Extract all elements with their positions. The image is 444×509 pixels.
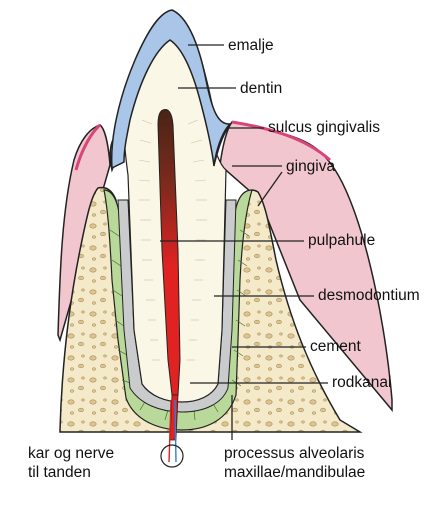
nerve-circle bbox=[160, 444, 184, 468]
label-processus-line1: processus alveolaris bbox=[224, 445, 365, 462]
enamel-cap bbox=[110, 9, 232, 170]
nerve-red bbox=[168, 399, 172, 463]
label-processus-line2: maxillae/mandibulae bbox=[224, 464, 366, 481]
label-sulcus-gingivalis: sulcus gingivalis bbox=[268, 119, 380, 136]
dentin-tubules bbox=[138, 119, 207, 361]
nerve-blue bbox=[174, 399, 177, 463]
gingiva-edge-left bbox=[74, 123, 102, 171]
leader-lines bbox=[160, 44, 328, 440]
label-desmodontium: desmodontium bbox=[318, 287, 420, 304]
gingiva-edge-right bbox=[231, 120, 331, 162]
label-kar-og-nerve-line2: til tanden bbox=[28, 464, 91, 481]
label-emalje: emalje bbox=[228, 37, 274, 54]
label-gingiva: gingiva bbox=[286, 158, 336, 175]
label-processus-alveolaris: processus alveolaris maxillae/mandibulae bbox=[224, 444, 365, 482]
label-kar-og-nerve: kar og nerve til tanden bbox=[28, 444, 114, 482]
label-kar-og-nerve-line1: kar og nerve bbox=[28, 445, 115, 462]
label-dentin: dentin bbox=[240, 80, 283, 97]
label-rodkanal: rodkanal bbox=[332, 374, 392, 391]
label-pulpahule: pulpahule bbox=[308, 232, 376, 249]
label-cement: cement bbox=[310, 338, 361, 355]
